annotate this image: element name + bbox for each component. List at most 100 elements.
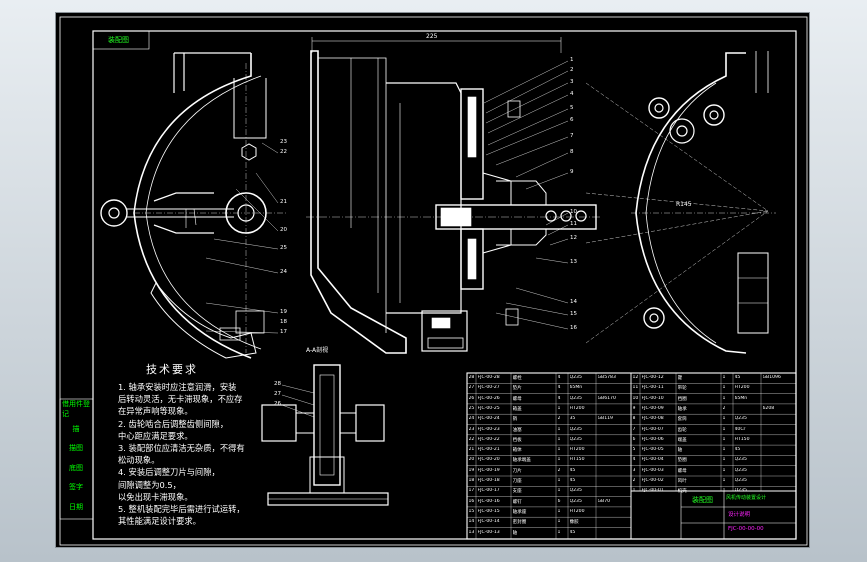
- bom-cell-no: 20: [468, 457, 475, 463]
- tech-requirements: 技术要求 1. 轴承安装时应注意润滑，安装后转动灵活，无卡滞现象，不应存在异常声…: [118, 361, 245, 527]
- callout-number: 5: [570, 105, 574, 111]
- bom-cell-code: FJC-00-02: [641, 478, 664, 483]
- bom-cell-code: FJC-00-13: [477, 529, 500, 535]
- callout-number: 20: [280, 227, 287, 233]
- bom-cell-mat: Q235: [734, 467, 747, 473]
- bom-cell-code: FJC-00-11: [641, 385, 664, 391]
- bom-cell-qty: 1: [722, 385, 726, 391]
- bom-cell-mat: HT200: [569, 508, 585, 514]
- bom-cell-no: 11: [632, 385, 639, 391]
- bom-cell-qty: 1: [722, 436, 726, 442]
- tech-requirement-line: 中心距应满足要求。: [118, 430, 193, 441]
- callout-number: 8: [570, 149, 574, 155]
- bom-cell-no: 15: [468, 508, 475, 514]
- bom-cell-code: FJC-00-27: [477, 385, 500, 391]
- tech-requirement-line: 以免出现卡滞现象。: [118, 491, 193, 502]
- tech-requirement-line: 3. 装配部位应清洁无杂质，不得有: [118, 443, 245, 454]
- bom-cell-code: FJC-00-23: [477, 426, 500, 432]
- top-label: 装配图: [108, 36, 129, 44]
- bom-cell-code: FJC-00-04: [641, 457, 664, 463]
- bom-cell-code: FJC-00-09: [641, 405, 664, 411]
- bom-cell-qty: 1: [557, 488, 561, 494]
- callout-number: 7: [570, 133, 574, 139]
- callout-number: 21: [280, 199, 287, 205]
- bom-cell-name: 刀座: [512, 479, 522, 484]
- bom-cell-code: FJC-00-01: [641, 488, 664, 494]
- drawing-canvas: [59, 16, 808, 546]
- side-panel-cell: 底图: [69, 463, 83, 472]
- callout-number: 26: [274, 401, 281, 407]
- bom-cell-mat: 45: [569, 529, 576, 535]
- side-panel: [59, 398, 94, 520]
- bom-cell-code: FJC-00-12: [641, 375, 664, 380]
- callout-number: 15: [570, 311, 577, 317]
- callout-number: 1: [570, 57, 574, 63]
- bom-cell-qty: 2: [557, 416, 561, 422]
- callout-number: 24: [280, 269, 287, 275]
- bom-cell-code: FJC-00-22: [477, 436, 500, 442]
- bom-cell-code: FJC-00-15: [477, 508, 500, 514]
- title-drawing-number: FJC-00-00-00: [728, 526, 764, 532]
- bom-cell-name: 螺钉: [512, 499, 522, 505]
- bom-cell-name: 轴: [512, 530, 518, 536]
- bom-cell-no: 27: [468, 385, 475, 391]
- bom-cell-name: 螺母: [512, 396, 522, 402]
- tech-requirements-list: 1. 轴承安装时应注意润滑，安装后转动灵活，无卡滞现象，不应存在异常声响等现象。…: [118, 381, 245, 527]
- bom-cell-no: 16: [468, 498, 475, 504]
- bom-cell-mat: HT200: [569, 447, 585, 453]
- bom-cell-mat: 35: [569, 416, 576, 422]
- bom-cell-no: 26: [468, 395, 475, 401]
- tech-requirement-line: 4. 安装后调整刀片与间隙，: [118, 467, 220, 478]
- bom-cell-qty: 1: [722, 426, 726, 432]
- bom-cell-code: FJC-00-06: [641, 436, 664, 442]
- bom-cell-name: 键: [677, 376, 683, 381]
- bom-cell-name: 挡圈: [677, 396, 687, 402]
- bom-cell-mat: Q235: [734, 478, 747, 483]
- bom-cell-qty: 1: [722, 488, 726, 494]
- bom-cell-no: 18: [468, 478, 475, 483]
- bom-cell-note: GB6170: [597, 395, 616, 401]
- drawing-sheet: 装配图 225 A-A剖视 R145 借用件登记描描图底图签字日期 技术要求 1…: [55, 12, 810, 548]
- bom-cell-code: FJC-00-03: [641, 467, 664, 473]
- bom-cell-no: 22: [468, 436, 475, 442]
- bom-cell-mat: 40Cr: [734, 426, 746, 432]
- bom-cell-code: FJC-00-20: [477, 457, 500, 463]
- bom-cell-code: FJC-00-28: [477, 375, 500, 380]
- callout-number: 18: [280, 319, 287, 325]
- bom-cell-note: GB119: [597, 416, 613, 422]
- callout-number: 25: [280, 245, 287, 251]
- bom-cell-qty: 1: [557, 508, 561, 514]
- side-panel-cell: 描: [72, 424, 80, 433]
- bom-cell-code: FJC-00-18: [477, 478, 500, 483]
- callout-number: 3: [570, 79, 574, 85]
- tech-requirement-line: 5. 整机装配完毕后需进行试运转，: [118, 504, 245, 515]
- bom-cell-no: 6: [632, 436, 636, 442]
- bom-cell-no: 7: [632, 426, 636, 432]
- bom-cell-name: 带轮: [677, 386, 687, 392]
- bom-cell-name: 轴承端盖: [512, 458, 531, 464]
- bom-cell-qty: 2: [722, 405, 726, 411]
- bom-cell-name: 轴承座: [512, 509, 527, 515]
- bom-cell-mat: Q235: [569, 498, 582, 504]
- callout-number: 19: [280, 309, 287, 315]
- bom-cell-qty: 1: [722, 447, 726, 453]
- bom-cell-name: 销: [512, 417, 518, 423]
- bom-cell-code: FJC-00-16: [477, 498, 500, 504]
- bom-cell-no: 4: [632, 457, 636, 463]
- bom-cell-code: FJC-00-24: [477, 416, 500, 422]
- bom-cell-name: 螺母: [677, 468, 687, 474]
- bom-cell-note: GB1096: [762, 375, 781, 380]
- callout-number: 2: [570, 67, 574, 73]
- small-section-view: [261, 364, 389, 506]
- bom-cell-code: FJC-00-14: [477, 519, 500, 525]
- section-label: A-A剖视: [306, 347, 329, 354]
- bom-cell-name: 挡板: [512, 437, 522, 443]
- bom-cell-mat: 65Mn: [569, 385, 583, 391]
- bom-cell-mat: 橡胶: [569, 520, 579, 526]
- bom-cell-name: 支座: [512, 489, 522, 495]
- bom-cell-name: 垫片: [512, 386, 522, 392]
- bom-cell-qty: 1: [722, 457, 726, 463]
- bom-cell-no: 10: [632, 395, 639, 401]
- bom-cell-no: 21: [468, 447, 475, 453]
- bom-cell-no: 23: [468, 426, 475, 432]
